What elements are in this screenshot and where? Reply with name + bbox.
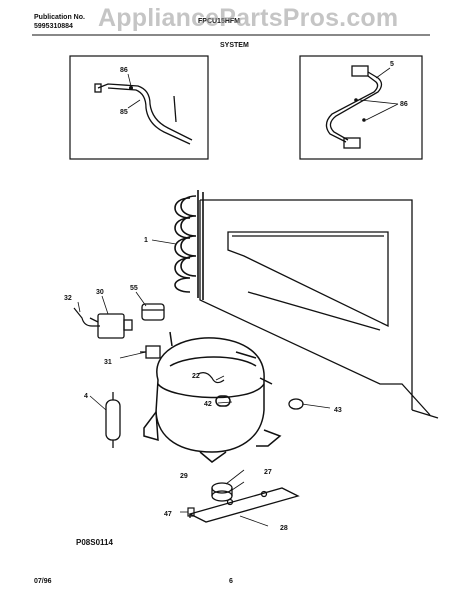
callout-30: 30 [96,289,104,296]
terminal-cover-31 [140,345,161,359]
filter-drier [105,392,121,448]
callout-5: 5 [390,61,394,68]
mounting-grommet [211,482,233,502]
callout-42: 42 [204,401,212,408]
mounting-rail [188,487,300,523]
section-title: SYSTEM [220,42,249,49]
callout-29: 29 [180,473,188,480]
cabinet-outline [199,199,439,419]
screw-86-right-a [354,98,358,102]
callout-27: 27 [264,469,272,476]
callout-4: 4 [84,393,88,400]
publication-number: 5995310884 [34,23,73,30]
callout-31: 31 [104,359,112,366]
callout-28: 28 [280,525,288,532]
screw-86-right-b [362,118,366,122]
model-number: FPCU15HFM [198,18,241,25]
callout-85: 85 [120,109,128,116]
callout-55: 55 [130,285,138,292]
watermark: AppliancePartsPros.com [98,4,399,32]
harness-assembly [325,65,383,149]
callout-86-right: 86 [400,101,408,108]
callout-32: 32 [64,295,72,302]
figure-code: P08S0114 [76,538,113,547]
wire-22 [197,372,225,384]
callout-43: 43 [334,407,342,414]
power-cord-assembly [94,83,193,145]
condenser-coil [174,190,204,300]
footer-date: 07/96 [34,578,52,585]
compressor [143,331,282,463]
screw-86-left [129,86,133,90]
relay-wire-32 [73,307,100,327]
publication-label: Publication No. [34,14,85,21]
callout-1: 1 [144,237,148,244]
inset-box-left [69,55,209,160]
footer-page: 6 [229,578,233,585]
callout-86-left: 86 [120,67,128,74]
inset-box-right [299,55,423,160]
overload-protector [141,303,165,321]
callout-22: 22 [192,373,200,380]
callout-47: 47 [164,511,172,518]
grommet [288,398,304,410]
